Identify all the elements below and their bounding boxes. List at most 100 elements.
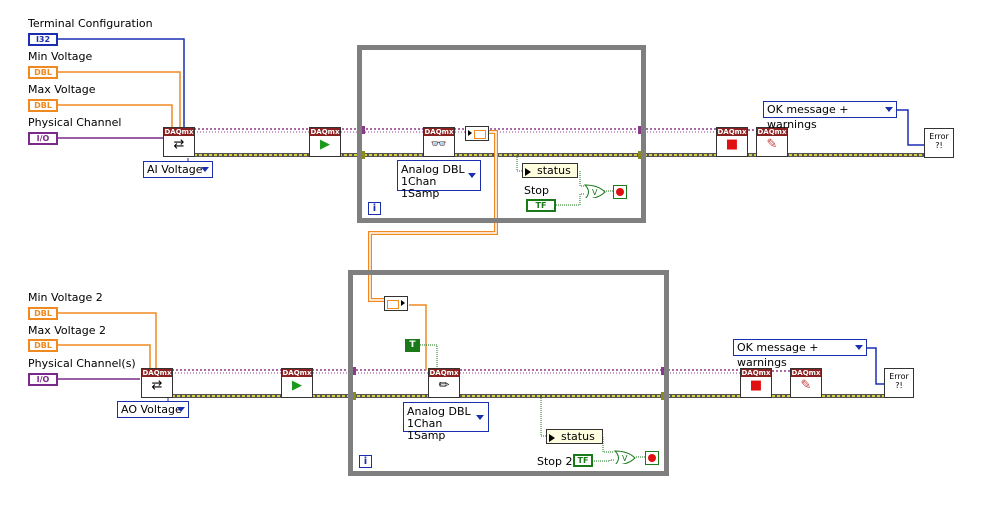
svg-text:V: V [592,188,598,197]
ai-voltage-label: AI Voltage [147,163,203,176]
daqmx-create-channel-vi[interactable]: DAQmx ⇄ [163,127,195,157]
vi-header: DAQmx [717,128,747,136]
or-gate-icon: V [584,184,606,198]
terminal-config-wire [58,38,185,130]
or-gate-icon: V [614,450,636,464]
eraser-icon: ✎ [766,137,778,152]
max-voltage-2-wire [58,344,151,370]
read-ring-line2: 1Chan 1Samp [401,175,440,200]
vi-header: DAQmx [741,369,771,377]
bottom-status-unbundle[interactable]: status [546,429,603,444]
queue-wire [368,130,498,302]
read-glasses-icon: 👓 [430,137,448,152]
chevron-down-icon [468,173,476,178]
unbundle-arrow-icon [549,434,555,442]
chevron-down-icon [855,345,863,350]
write-instance-ring[interactable]: Analog DBL 1Chan 1Samp [403,402,489,442]
top-error-message-ring[interactable]: OK message + warnings [763,101,897,131]
read-instance-ring[interactable]: Analog DBL 1Chan 1Samp [397,160,481,200]
min-voltage-label: Min Voltage [28,50,93,63]
play-icon: ▶ [292,378,302,393]
min-voltage-terminal[interactable]: DBL [28,66,58,79]
daqmx-stop-task-vi[interactable]: DAQmx ■ [716,127,748,157]
play-icon: ▶ [320,137,330,152]
stop-2-control[interactable]: TF [573,454,593,467]
bottom-error-ring-wire [866,347,886,385]
stop-2-label: Stop 2 [537,455,573,468]
status-label: status [537,164,571,177]
vi-header: DAQmx [757,128,787,136]
terminal-config-label: Terminal Configuration [28,17,153,30]
bottom-loop-iteration-terminal: i [359,455,372,468]
error-ring-label: OK message + warnings [737,341,819,369]
bottom-simple-error-handler[interactable]: Error ?! [884,368,914,398]
ao-voltage-ring[interactable]: AO Voltage [117,401,189,418]
max-voltage-label: Max Voltage [28,83,96,96]
physical-channels-label: Physical Channel(s) [28,357,136,370]
stop-control[interactable]: TF [526,199,556,212]
vi-header: DAQmx [429,369,459,377]
top-status-unbundle[interactable]: status [522,163,578,178]
vi-header: DAQmx [142,369,172,377]
vi-header: DAQmx [310,128,340,136]
enqueue-arrow-icon [468,130,472,136]
physical-channels-terminal[interactable]: I/O [28,373,58,386]
create-channel-icon: ⇄ [151,378,163,393]
top-simple-error-handler[interactable]: Error ?! [924,128,954,158]
min-voltage-2-terminal[interactable]: DBL [28,307,58,320]
daqmx-start-task-vi[interactable]: DAQmx ▶ [309,127,341,157]
daqmx-read-vi[interactable]: DAQmx 👓 [423,127,455,157]
bottom-while-loop[interactable] [348,270,669,476]
dbl-icon [387,300,399,309]
daqmx-clear-task-vi-2[interactable]: DAQmx ✎ [790,368,822,398]
dequeue-element-node[interactable] [384,296,408,311]
stop-label: Stop [524,184,550,197]
loop-condition-stop-icon [613,185,627,199]
chevron-down-icon [476,415,484,420]
top-while-loop[interactable] [357,45,646,223]
max-voltage-wire [58,104,173,130]
stop-square-icon: ■ [725,137,739,152]
vi-header: DAQmx [791,369,821,377]
min-voltage-2-label: Min Voltage 2 [28,291,103,304]
ai-voltage-ring[interactable]: AI Voltage [143,161,213,178]
max-voltage-2-terminal[interactable]: DBL [28,339,58,352]
daqmx-clear-task-vi[interactable]: DAQmx ✎ [756,127,788,157]
status-label: status [561,430,595,443]
vi-header: DAQmx [424,128,454,136]
daqmx-start-task-vi-2[interactable]: DAQmx ▶ [281,368,313,398]
chevron-down-icon [201,167,209,172]
stop-square-icon: ■ [749,378,763,393]
physical-channel-terminal[interactable]: I/O [28,132,58,145]
daqmx-write-vi[interactable]: DAQmx ✏ [428,368,460,398]
max-voltage-2-label: Max Voltage 2 [28,324,106,337]
terminal-config-terminal[interactable]: I32 [28,33,58,46]
loop-condition-stop-icon [645,451,659,465]
dequeue-arrow-icon [401,300,405,306]
svg-text:V: V [622,454,628,463]
true-constant[interactable]: T [405,339,420,352]
error-ring-label: OK message + warnings [767,103,849,131]
daqmx-create-channel-vi-2[interactable]: DAQmx ⇄ [141,368,173,398]
chevron-down-icon [177,407,185,412]
min-voltage-wire [58,71,181,130]
unbundle-arrow-icon [525,168,531,176]
vi-header: DAQmx [164,128,194,136]
write-pencil-icon: ✏ [438,378,450,393]
top-task-wire [194,128,756,133]
physical-channel-label: Physical Channel [28,116,122,129]
max-voltage-terminal[interactable]: DBL [28,99,58,112]
daqmx-stop-task-vi-2[interactable]: DAQmx ■ [740,368,772,398]
write-ring-line1: Analog DBL [407,405,471,418]
eraser-icon: ✎ [800,378,812,393]
create-channel-icon: ⇄ [173,137,185,152]
enqueue-element-node[interactable] [465,126,489,141]
dbl-icon [474,130,486,139]
ao-voltage-label: AO Voltage [121,403,182,416]
vi-header: DAQmx [282,369,312,377]
read-ring-line1: Analog DBL [401,163,465,176]
top-loop-iteration-terminal: i [368,202,381,215]
chevron-down-icon [885,107,893,112]
bottom-error-message-ring[interactable]: OK message + warnings [733,339,867,369]
write-ring-line2: 1Chan 1Samp [407,417,446,442]
